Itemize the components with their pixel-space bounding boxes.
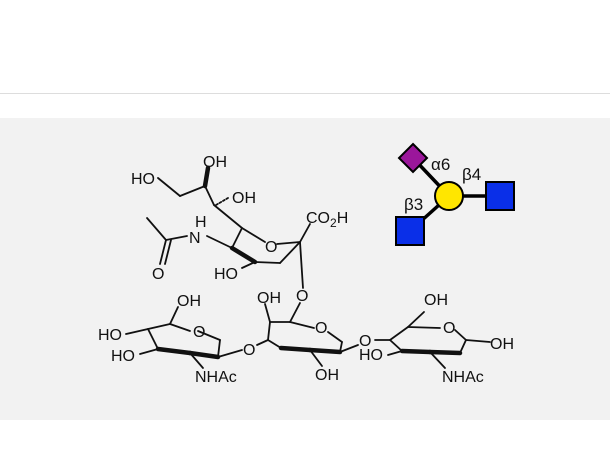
atom-label: O xyxy=(359,333,371,350)
atom-label: OH xyxy=(424,292,448,309)
atom-label: O xyxy=(443,320,455,337)
atom-label: O xyxy=(265,239,277,256)
blank-header-area xyxy=(0,0,610,93)
atom-label: OH xyxy=(315,367,339,384)
galactose-structure: OH O OH O xyxy=(257,290,391,384)
atom-label: O xyxy=(193,324,205,341)
atom-label: NHAc xyxy=(195,369,237,386)
atom-label: NHAc xyxy=(442,369,484,386)
glcnac-square-icon xyxy=(485,181,515,211)
sialic-acid-diamond-icon xyxy=(397,142,429,174)
atom-label: H xyxy=(195,214,207,231)
atom-label: CO2H xyxy=(306,210,348,230)
sialic-acid-structure: HO OH OH H N CO2H O O HO O xyxy=(131,154,348,323)
atom-label: O xyxy=(315,320,327,337)
beta3-label: β3 xyxy=(404,195,423,214)
atom-label: HO xyxy=(214,266,238,283)
glycan-symbol-diagram: α6 β4 β3 xyxy=(395,142,515,246)
atom-label: OH xyxy=(203,154,227,171)
atom-label: HO xyxy=(111,348,135,365)
header-divider xyxy=(0,93,610,94)
glcnac-left-structure: OH HO HO O NHAc O xyxy=(98,293,269,386)
atom-label: OH xyxy=(490,336,514,353)
atom-label: OH xyxy=(232,190,256,207)
glcnac-square-icon xyxy=(395,216,425,246)
atom-label: HO xyxy=(131,171,155,188)
beta4-label: β4 xyxy=(462,165,481,184)
atom-label: OH xyxy=(177,293,201,310)
alpha6-label: α6 xyxy=(431,155,450,174)
figure-panel xyxy=(0,118,610,420)
atom-label: N xyxy=(189,230,201,247)
glcnac-right-structure: OH O HO OH NHAc xyxy=(359,292,514,386)
galactose-circle-icon xyxy=(434,181,464,211)
atom-label: O xyxy=(243,342,255,359)
atom-label: O xyxy=(296,288,308,305)
atom-label: O xyxy=(152,266,164,283)
atom-label: OH xyxy=(257,290,281,307)
atom-label: HO xyxy=(359,347,383,364)
atom-label: HO xyxy=(98,327,122,344)
